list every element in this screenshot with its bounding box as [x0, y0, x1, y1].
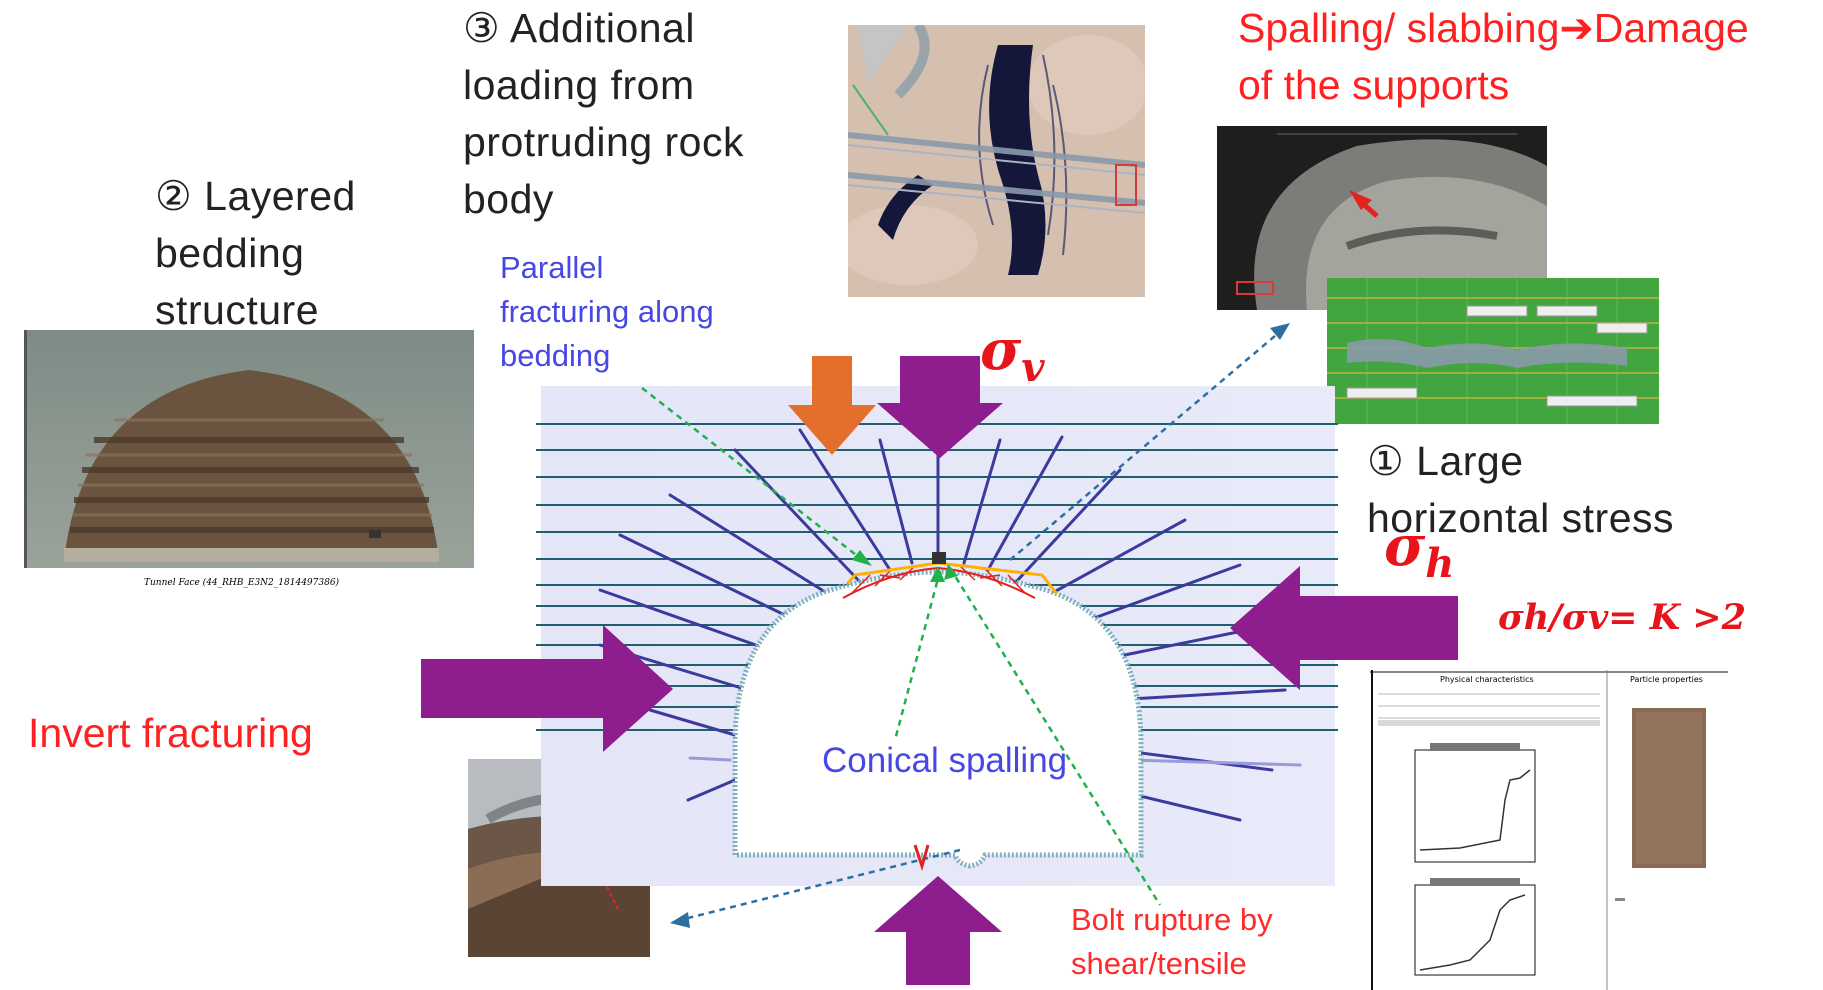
bolt-rupture-label: Bolt rupture by shear/tensile: [1071, 898, 1273, 986]
rock-bolts: [598, 428, 1287, 822]
photo-caption: Tunnel Face (44_RHB_E3N2_1814497386): [144, 577, 340, 588]
loading-line-1: ③ Additional: [463, 5, 695, 51]
pointer-head-bottom-left: [670, 912, 690, 928]
loading-line-2: loading from: [463, 62, 695, 108]
pointer-head-top-right: [1270, 323, 1290, 340]
spalling-pointers: [679, 329, 1283, 922]
sigma-h-symbol: σ: [1384, 513, 1426, 579]
protruding-rock-drawing: [848, 25, 1145, 297]
parallel-line-2: fracturing along: [500, 294, 714, 329]
spalling-label: Spalling/ slabbing➔Damage of the support…: [1238, 0, 1749, 114]
tunnel-face-drawing: Tunnel Face (44_RHB_E3N2_1814497386): [24, 330, 474, 595]
spalling-line-1: Spalling/ slabbing➔Damage: [1238, 0, 1749, 57]
sigma-h-label: σh: [1384, 516, 1454, 594]
stress-ratio-label: σh/σv= K >2: [1498, 597, 1746, 638]
invert-stress-arrow: [874, 876, 1002, 985]
layered-line-1: ② Layered: [155, 173, 356, 219]
panel-b-title: Particle properties: [1630, 675, 1703, 684]
layered-line-3: structure: [155, 287, 319, 333]
large-stress-label: ① Large horizontal stress: [1367, 433, 1674, 547]
sigma-h-subscript: h: [1425, 540, 1455, 588]
sigma-v-symbol: σ: [980, 317, 1022, 383]
right-arrow-icon: ➔: [1559, 5, 1594, 51]
fracture-pointers: [641, 387, 1162, 906]
tunnel-opening: [732, 569, 1144, 869]
additional-loading-label: ③ Additional loading from protruding roc…: [463, 0, 744, 228]
damage-text: Damage: [1593, 5, 1749, 51]
bolt-line-1: Bolt rupture by: [1071, 902, 1273, 937]
loading-line-3: protruding rock: [463, 119, 744, 165]
sigma-v-label: σv: [980, 320, 1045, 398]
spalling-line-2: of the supports: [1238, 62, 1510, 108]
lab-results-panel: Physical characteristics Particle proper…: [1370, 670, 1728, 990]
parallel-fracturing-label: Parallel fracturing along bedding: [500, 246, 714, 378]
stress-line-2: horizontal stress: [1367, 495, 1675, 541]
vertical-stress-arrow: [877, 356, 1003, 458]
parallel-line-3: bedding: [500, 338, 611, 373]
panel-a-title: Physical characteristics: [1440, 675, 1534, 684]
bolt-line-2: shear/tensile: [1071, 946, 1247, 981]
spalling-text: Spalling/ slabbing: [1238, 5, 1560, 51]
tunnel-face-photo: Tunnel Face (44_RHB_E3N2_1814497386): [24, 330, 474, 595]
conical-spalling-label: Conical spalling: [822, 741, 1068, 780]
parallel-line-1: Parallel: [500, 250, 604, 285]
loading-line-4: body: [463, 176, 554, 222]
invert-fracturing-label: Invert fracturing: [28, 710, 313, 756]
spalling-drawing: [1217, 126, 1547, 310]
layered-bedding-label: ② Layered bedding structure: [155, 168, 356, 339]
invert-crack-mark: [913, 844, 930, 872]
numerical-model-image: [1327, 278, 1659, 424]
sigma-v-subscript: v: [1021, 344, 1045, 392]
numerical-model-drawing: [1327, 278, 1659, 424]
left-horizontal-stress-arrow: [421, 625, 673, 752]
right-horizontal-stress-arrow: [1230, 566, 1458, 690]
lab-results-drawing: Physical characteristics Particle proper…: [1370, 670, 1728, 990]
stress-line-1: ① Large: [1367, 438, 1524, 484]
faint-bolts: [688, 756, 1302, 767]
layered-line-2: bedding: [155, 230, 305, 276]
protruding-rock-photo: [848, 25, 1145, 297]
additional-load-arrow: [788, 356, 876, 455]
pointer-heads: [852, 550, 958, 582]
